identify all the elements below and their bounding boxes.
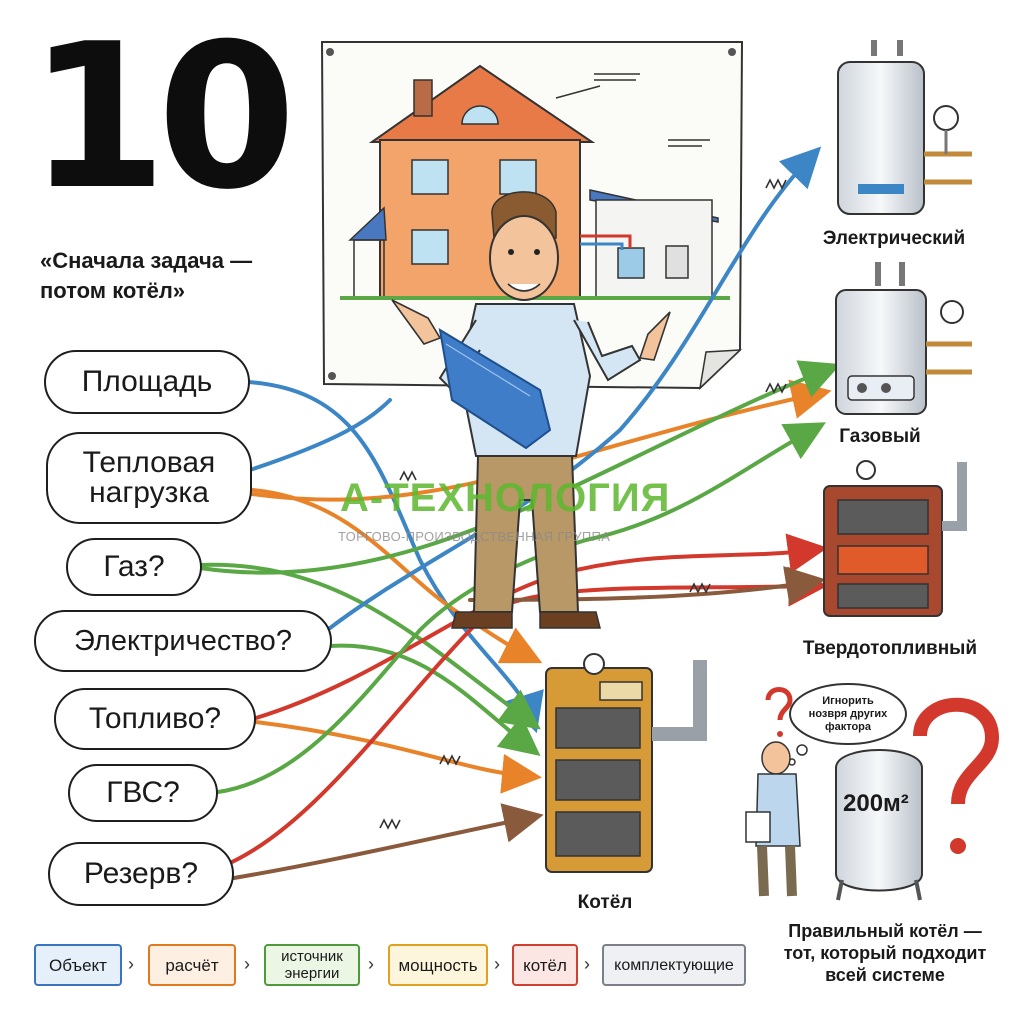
big-number: 10: [28, 1, 296, 234]
step-components: комплектующие: [602, 944, 746, 986]
step-boiler: котёл: [512, 944, 578, 986]
factor-area-bubble: Площадь: [44, 350, 250, 414]
tank-area-label: 200м²: [843, 790, 909, 817]
watermark-brand: А-ТЕХНОЛОГИЯ: [340, 476, 671, 520]
subtitle-quote: «Сначала задача — потом котёл»: [40, 248, 253, 303]
step-calculation: расчёт: [148, 944, 236, 986]
step-power: мощность: [388, 944, 488, 986]
connection-arrows: [198, 146, 841, 880]
thought-bubble-text: Игнорить нозвря других фактора: [808, 694, 888, 733]
factor-fuel-label: Топливо?: [88, 702, 222, 735]
step-energy-source-label: источник энергии: [281, 948, 343, 982]
solid-fuel-boiler-label: Твердотопливный: [802, 638, 978, 659]
chevron-right-icon: ›: [244, 954, 250, 974]
puzzled-scene: [745, 683, 1000, 901]
engineer-figure: [391, 191, 671, 629]
electric-boiler-label: Электрический: [822, 228, 966, 249]
step-object: Объект: [34, 944, 122, 986]
step-calculation-label: расчёт: [165, 955, 219, 975]
chevron-right-icon: ›: [584, 954, 590, 974]
factor-gas-bubble: Газ?: [66, 538, 202, 596]
main-boiler-drawing: [545, 653, 707, 873]
factor-heat-load-label: Тепловая нагрузка: [82, 446, 216, 509]
gas-boiler-drawing: [835, 262, 972, 415]
conclusion-text: Правильный котёл — тот, который подходит…: [783, 921, 987, 985]
factor-heat-load-bubble: Тепловая нагрузка: [46, 432, 252, 524]
gas-boiler-label: Газовый: [839, 426, 921, 447]
factor-hot-water-bubble: ГВС?: [68, 764, 218, 822]
electric-boiler-drawing: [837, 40, 972, 215]
factor-gas-label: Газ?: [103, 550, 165, 583]
factor-area-label: Площадь: [81, 365, 213, 398]
factor-reserve-label: Резерв?: [83, 857, 199, 890]
factor-reserve-bubble: Резерв?: [48, 842, 234, 906]
step-object-label: Объект: [49, 955, 107, 975]
chevron-right-icon: ›: [368, 954, 374, 974]
factor-fuel-bubble: Топливо?: [54, 688, 256, 750]
factor-electricity-label: Электричество?: [74, 625, 292, 657]
chevron-right-icon: ›: [128, 954, 134, 974]
step-power-label: мощность: [398, 955, 478, 975]
watermark-tagline: ТОРГОВО-ПРОИЗВОДСТВЕННАЯ ГРУППА: [338, 529, 611, 544]
solid-fuel-boiler-drawing: [823, 460, 967, 617]
chevron-right-icon: ›: [494, 954, 500, 974]
step-boiler-label: котёл: [523, 955, 567, 975]
main-boiler-label: Котёл: [577, 892, 633, 913]
factor-hot-water-label: ГВС?: [106, 776, 180, 809]
step-components-label: комплектующие: [614, 956, 734, 974]
step-energy-source: источник энергии: [264, 944, 360, 986]
factor-electricity-bubble: Электричество?: [34, 610, 332, 672]
motion-squiggles: [379, 178, 787, 830]
